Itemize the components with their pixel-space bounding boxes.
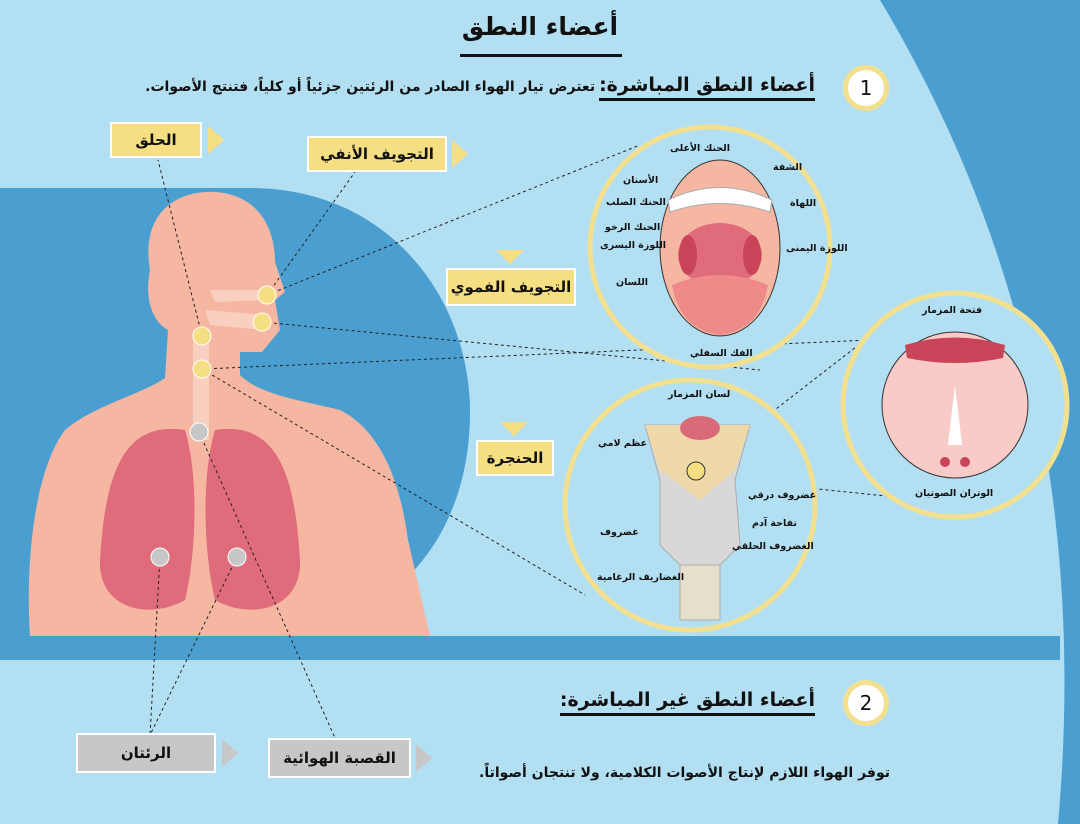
corner-shape xyxy=(880,0,1080,824)
label-lip: الشفة xyxy=(773,162,803,173)
section-1-heading: أعضاء النطق المباشرة: xyxy=(599,74,815,101)
label-teeth: الأسنان xyxy=(623,175,659,186)
tab-arrow-icon xyxy=(208,126,224,154)
title-underline xyxy=(460,54,622,57)
section-2-number: 2 xyxy=(843,680,889,726)
label-glottis-opening: فتحة المزمار xyxy=(922,305,983,316)
label-pharynx: الحلق xyxy=(110,122,202,158)
label-thyroid: غضروف درقي xyxy=(748,490,817,501)
section-2-heading: أعضاء النطق غير المباشرة: xyxy=(559,689,815,716)
label-trachea: القصبة الهوائية xyxy=(268,738,411,778)
label-uvula: اللهاة xyxy=(790,198,817,209)
label-larynx: الحنجرة xyxy=(476,440,554,476)
divider-band xyxy=(0,636,1060,660)
label-oral-cavity: التجويف الفموي xyxy=(446,268,576,306)
label-nasal-cavity: التجويف الأنفي xyxy=(307,136,447,172)
section-1-number: 1 xyxy=(843,65,889,111)
down-arrow-icon xyxy=(496,250,524,264)
page-title: أعضاء النطق xyxy=(461,12,619,41)
section-2-description: توفر الهواء اللازم لإنتاج الأصوات الكلام… xyxy=(479,765,890,781)
label-epiglottis: لسان المزمار xyxy=(668,389,731,400)
dots xyxy=(150,285,277,567)
label-lungs: الرئتان xyxy=(76,733,216,773)
label-tracheal-rings: الغضاريف الرغامية xyxy=(597,572,685,583)
label-hard-palate: الحنك الصلب xyxy=(606,197,666,208)
section-1-header: أعضاء النطق المباشرة: تعترض تيار الهواء … xyxy=(145,74,815,101)
label-hyoid: عظم لامي xyxy=(598,438,648,449)
tab-arrow-icon xyxy=(222,739,238,767)
label-right-tonsil: اللوزة اليمنى xyxy=(786,243,848,254)
label-lower-jaw: الفك السفلي xyxy=(690,348,753,359)
section-1-description: تعترض تيار الهواء الصادر من الرئتين جزئي… xyxy=(145,79,596,95)
label-adams-apple: تفاحة آدم xyxy=(752,518,797,529)
label-cartilage: غضروف xyxy=(600,527,639,538)
label-tongue: اللسان xyxy=(616,277,649,288)
tab-arrow-icon xyxy=(416,744,432,772)
larynx-illustration xyxy=(562,377,818,633)
label-soft-palate: الحنك الرخو xyxy=(605,222,661,233)
tab-arrow-icon xyxy=(452,140,468,168)
glottis-illustration xyxy=(840,290,1070,520)
mouth-illustration xyxy=(587,124,833,370)
down-arrow-icon xyxy=(500,422,528,436)
label-vocal-cords: الوتران الصوتيان xyxy=(915,488,994,499)
human-body xyxy=(28,191,430,636)
label-upper-palate: الحنك الأعلى xyxy=(670,143,731,154)
label-left-tonsil: اللوزة اليسرى xyxy=(600,240,667,251)
label-cricoid: الغضروف الحلقي xyxy=(732,541,814,552)
